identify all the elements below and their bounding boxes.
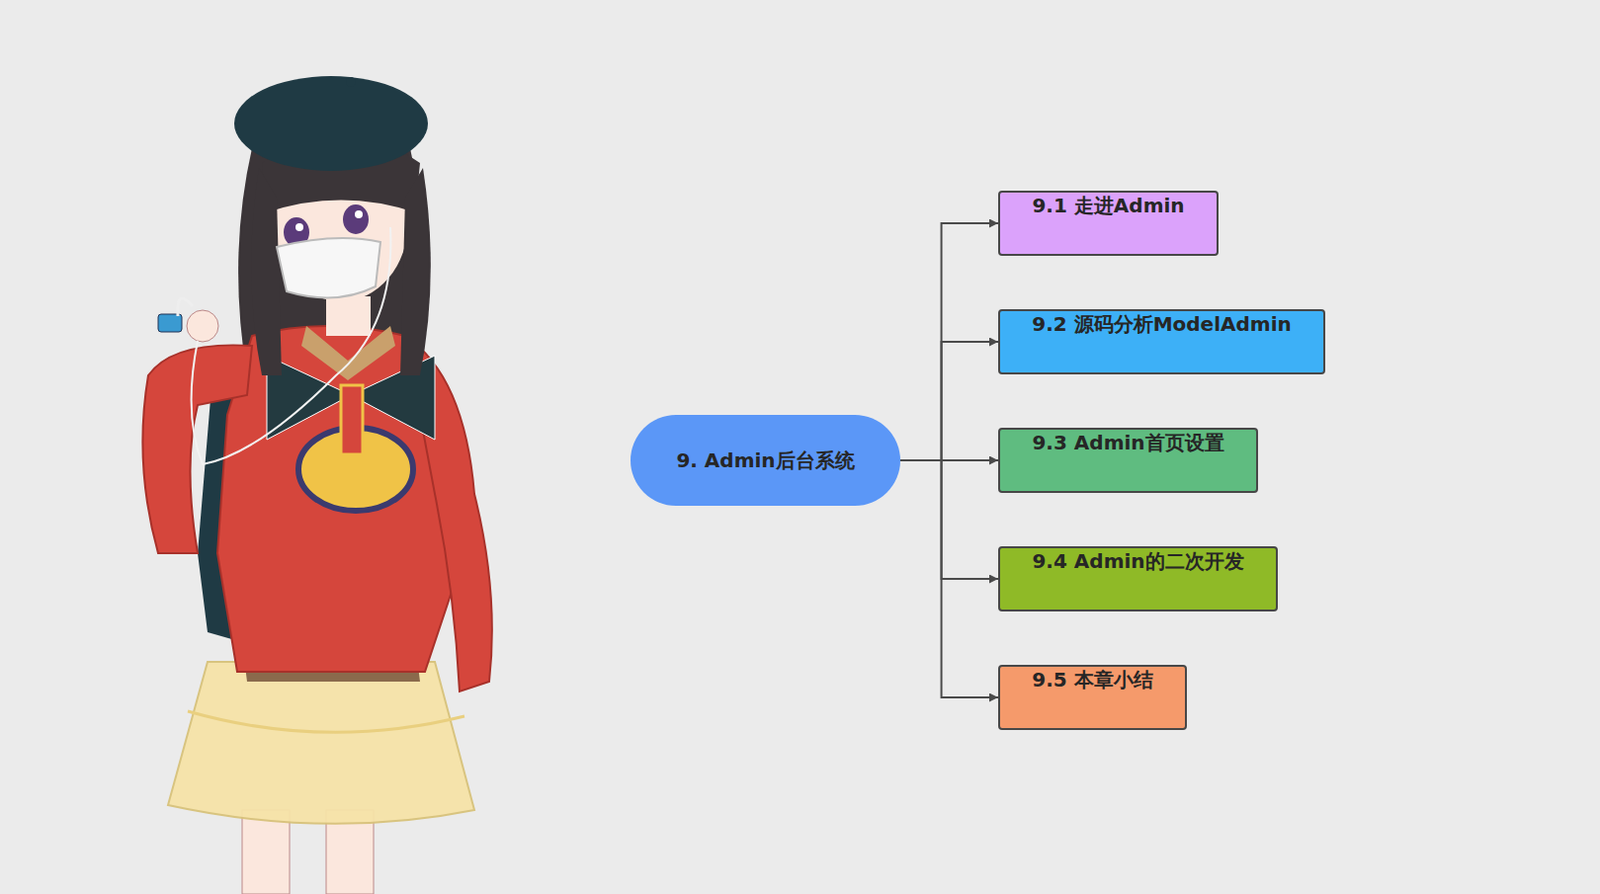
branch-connector	[900, 460, 999, 580]
eye	[342, 204, 369, 235]
beret	[234, 76, 428, 171]
hair-side	[400, 168, 431, 376]
subtopic-box: 9.1 走进Admin	[998, 190, 1219, 256]
collar	[301, 326, 396, 381]
music-player	[158, 314, 182, 333]
topic-label: 9.2 源码分析ModelAdmin	[1031, 311, 1292, 338]
eye-shine	[295, 223, 304, 232]
hand	[186, 310, 219, 342]
subtopic-box: 9.5 本章小结	[998, 665, 1187, 731]
branch-connector	[900, 223, 999, 461]
subtopic-box: 9.3 Admin首页设置	[998, 427, 1259, 494]
topic-label: 9. Admin后台系统	[675, 447, 854, 475]
subtopic-box: 9.4 Admin的二次开发	[998, 546, 1278, 612]
branch-connector	[900, 460, 999, 698]
earphone-wire	[191, 227, 392, 465]
hair-side	[251, 168, 282, 376]
neck	[326, 296, 371, 337]
sweater	[217, 326, 465, 673]
eye-shine	[354, 210, 363, 219]
tie	[340, 385, 363, 455]
skirt	[168, 662, 475, 825]
face-mask	[276, 238, 381, 298]
root-topic: 9. Admin后台系统	[630, 415, 901, 506]
beret-stem	[345, 77, 356, 87]
skirt-ruffle	[187, 711, 465, 733]
branch-connector	[900, 341, 999, 461]
topic-label: 9.5 本章小结	[1031, 667, 1153, 694]
earphone-cord	[177, 298, 193, 317]
topic-label: 9.1 走进Admin	[1031, 192, 1184, 220]
topic-label: 9.3 Admin首页设置	[1031, 429, 1224, 457]
topic-label: 9.4 Admin的二次开发	[1031, 548, 1244, 576]
subtopic-box: 9.2 源码分析ModelAdmin	[998, 309, 1326, 375]
